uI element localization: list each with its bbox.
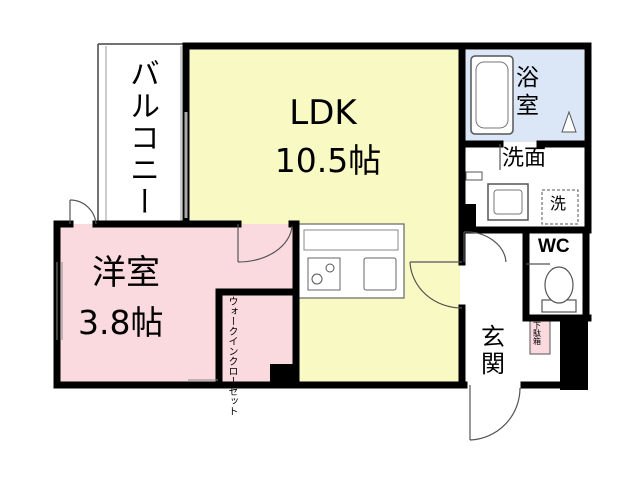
balcony: [97, 43, 186, 224]
walk-in-closet-label: ウォークインクローゼット: [226, 296, 237, 416]
ldk-size-label: 10.5帖: [274, 141, 382, 180]
windows: [56, 262, 218, 381]
washing-machine-area: [541, 189, 579, 225]
toilet-icon: [541, 266, 577, 313]
western-room-label: 洋室: [92, 253, 160, 293]
balcony-label: バルコニー: [124, 58, 159, 218]
shoe-box-label: 下駄箱: [533, 321, 541, 346]
entrance-floor: [464, 232, 524, 382]
toilet-label: WC: [538, 236, 570, 257]
washbasin-icon: [465, 171, 529, 221]
wall-block: [270, 364, 296, 384]
bathtub-icon: [470, 55, 577, 135]
ldk-label: LDK: [289, 93, 357, 133]
washing-machine-label: 洗: [550, 194, 567, 213]
kitchen-counter: [295, 223, 405, 299]
doors: [69, 144, 550, 441]
wall-block: [462, 204, 476, 230]
western-room-size-label: 3.8帖: [78, 303, 164, 342]
bathroom-label: 浴室: [516, 65, 539, 119]
washroom-label: 洗面: [502, 146, 547, 171]
wall-block: [560, 318, 588, 390]
entrance-label: 玄関: [481, 323, 505, 378]
